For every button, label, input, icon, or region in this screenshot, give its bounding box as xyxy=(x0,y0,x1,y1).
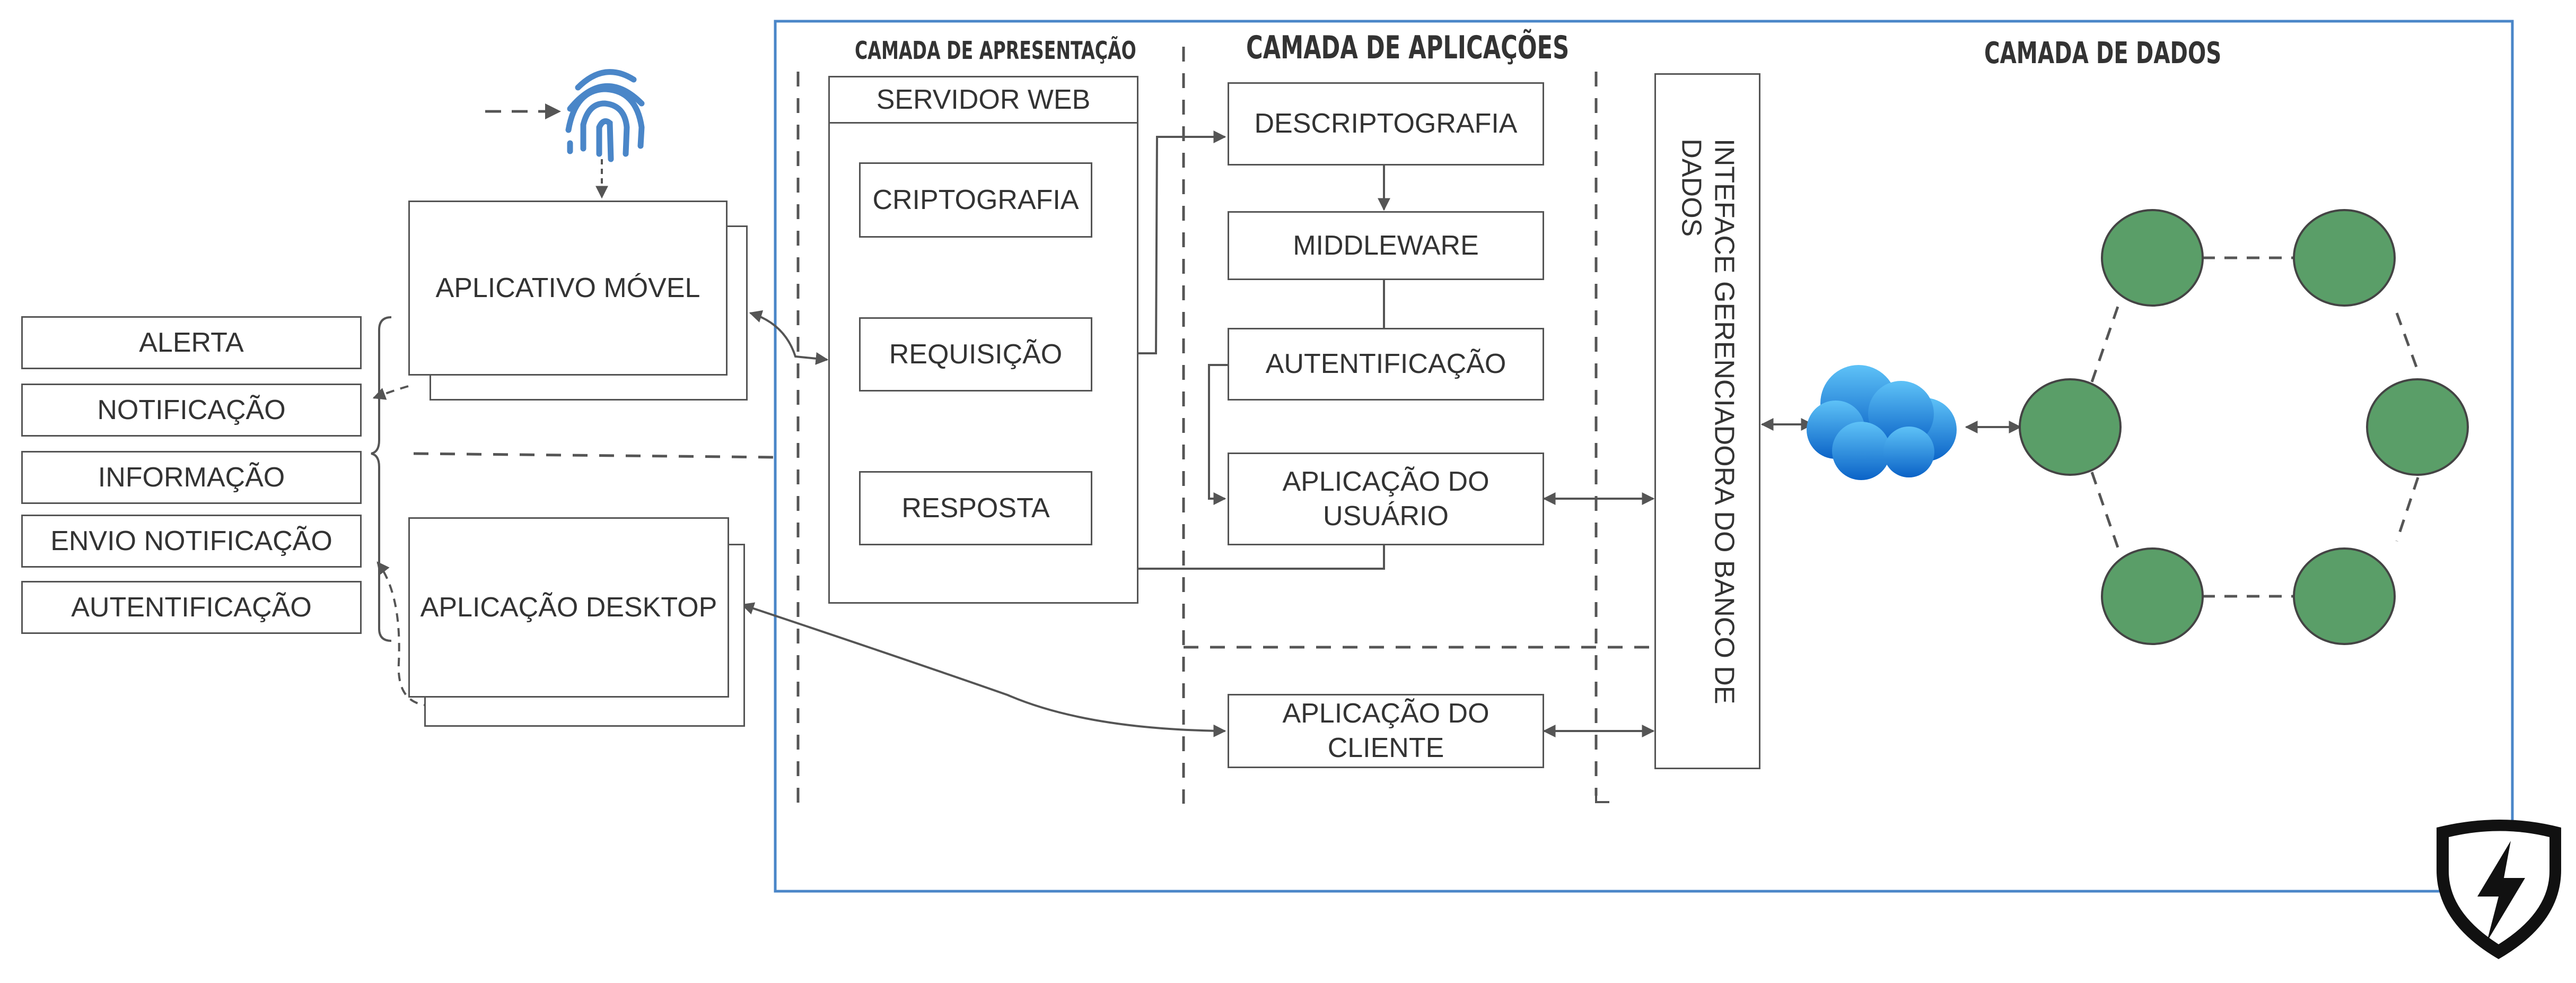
dbms-line1: INTEFACE GERENCIADORA DO BANCO DE xyxy=(1708,138,1740,704)
network-node xyxy=(2293,209,2396,307)
network-node xyxy=(2366,378,2469,476)
dbms-line2: DADOS xyxy=(1676,138,1706,237)
request-box: REQUISIÇÃO xyxy=(859,317,1092,392)
web-server-title: SERVIDOR WEB xyxy=(828,76,1138,124)
network-node xyxy=(2019,378,2122,476)
client-app-box: APLICAÇÃO DO CLIENTE xyxy=(1228,694,1544,768)
user-app-line2: USUÁRIO xyxy=(1323,500,1449,532)
crypto-box: CRIPTOGRAFIA xyxy=(859,162,1092,238)
left-item-alerta: ALERTA xyxy=(21,316,362,369)
client-app-line1: APLICAÇÃO DO xyxy=(1282,698,1489,729)
network-node xyxy=(2101,209,2204,307)
dbms-box: INTEFACE GERENCIADORA DO BANCO DE DADOS xyxy=(1654,73,1760,769)
layer-title-data: CAMADA DE DADOS xyxy=(1984,36,2222,71)
cloud-icon xyxy=(1807,365,1957,480)
dbms-label: INTEFACE GERENCIADORA DO BANCO DE DADOS xyxy=(1675,138,1741,704)
middleware-box: MIDDLEWARE xyxy=(1228,211,1544,280)
layer-title-applications: CAMADA DE APLICAÇÕES xyxy=(1246,29,1570,66)
network-node xyxy=(2101,547,2204,645)
layer-title-presentation: CAMADA DE APRESENTAÇÃO xyxy=(855,36,1136,65)
left-items-brace xyxy=(371,316,392,642)
auth-box: AUTENTIFICAÇÃO xyxy=(1228,328,1544,401)
fingerprint-icon xyxy=(565,69,645,162)
response-box: RESPOSTA xyxy=(859,471,1092,545)
system-frame xyxy=(774,20,2514,893)
left-item-informacao: INFORMAÇÃO xyxy=(21,451,362,504)
left-item-notificacao: NOTIFICAÇÃO xyxy=(21,384,362,437)
user-app-line1: APLICAÇÃO DO xyxy=(1282,466,1489,497)
mobile-app-box: APLICATIVO MÓVEL xyxy=(408,201,728,376)
left-item-autentificacao: AUTENTIFICAÇÃO xyxy=(21,581,362,634)
left-item-envio-notificacao: ENVIO NOTIFICAÇÃO xyxy=(21,515,362,568)
network-node xyxy=(2293,547,2396,645)
desktop-app-box: APLICAÇÃO DESKTOP xyxy=(408,517,729,698)
decrypt-box: DESCRIPTOGRAFIA xyxy=(1228,82,1544,166)
network-nodes xyxy=(2019,209,2469,645)
user-app-box: APLICAÇÃO DO USUÁRIO xyxy=(1228,453,1544,545)
network-edges xyxy=(2090,256,2420,598)
shield-lightning-icon xyxy=(2437,820,2561,959)
client-app-line2: CLIENTE xyxy=(1327,733,1444,763)
separator-client-horizontal xyxy=(413,452,776,459)
